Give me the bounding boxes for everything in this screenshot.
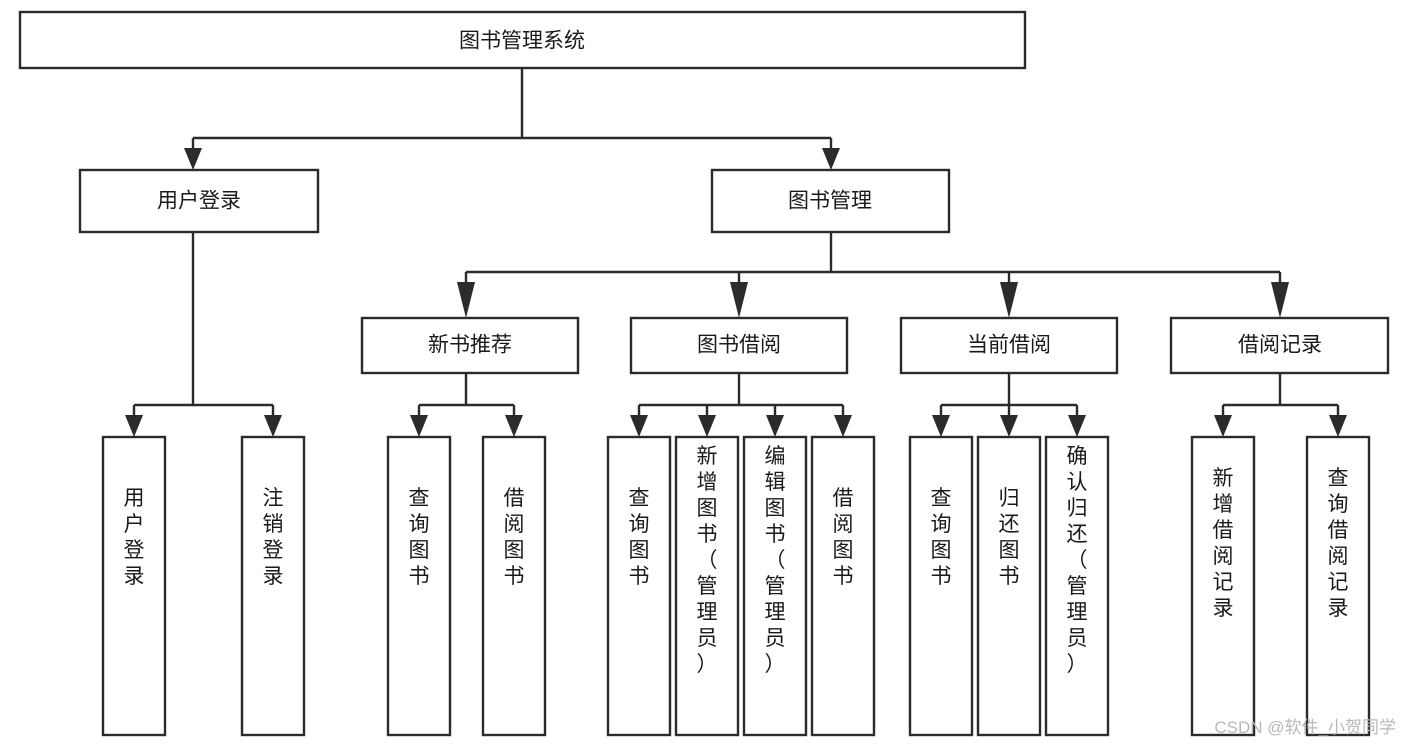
node-new-book-recommend[interactable]: 新书推荐: [360, 316, 580, 375]
leaf-user-login-logout-label: 注销登录: [263, 487, 284, 588]
leaf-borrow-record-add-box[interactable]: [1190, 435, 1256, 737]
leaf-new-book-query-box[interactable]: [386, 435, 452, 737]
arrow-head-new-book-recommend: [457, 282, 475, 318]
leaf-book-borrow-add-box[interactable]: [674, 435, 740, 737]
leaf-user-login-logout[interactable]: 注销登录: [240, 435, 306, 737]
arrow-head-current-borrow: [1000, 282, 1018, 318]
leaf-current-borrow-query-label: 查询图书: [931, 487, 952, 588]
arrow-head-br-leaf-2: [1329, 415, 1347, 437]
arrow-head-bb-leaf-3: [766, 415, 784, 437]
leaf-user-login-logout-box[interactable]: [240, 435, 306, 737]
node-root-system-label: 图书管理系统: [459, 30, 585, 53]
leaf-current-borrow-query-box[interactable]: [908, 435, 974, 737]
node-user-login-label: 用户登录: [157, 190, 241, 213]
node-root-system[interactable]: 图书管理系统: [18, 10, 1027, 70]
leaf-book-borrow-borrow[interactable]: 借阅图书: [810, 435, 876, 737]
arrow-head-cb-leaf-3: [1068, 415, 1086, 437]
leaf-user-login-login[interactable]: 用户登录: [101, 435, 167, 737]
arrow-head-book-borrow: [730, 282, 748, 318]
arrow-head-cb-leaf-1: [932, 415, 950, 437]
leaf-new-book-query[interactable]: 查询图书: [386, 435, 452, 737]
leaf-current-borrow-return-box[interactable]: [976, 435, 1042, 737]
connector-layer: [125, 68, 1347, 437]
node-borrow-record-box[interactable]: [1169, 316, 1390, 375]
node-root-system-box[interactable]: [18, 10, 1027, 70]
arrow-head-cb-leaf-2: [1000, 415, 1018, 437]
node-new-book-recommend-label: 新书推荐: [428, 334, 512, 357]
leaf-borrow-record-query-label: 查询借阅记录: [1328, 467, 1349, 620]
leaf-new-book-query-label: 查询图书: [409, 487, 430, 588]
leaf-current-borrow-query[interactable]: 查询图书: [908, 435, 974, 737]
leaf-current-borrow-confirm-box[interactable]: [1044, 435, 1110, 737]
leaf-current-borrow-confirm[interactable]: 确认归还（管理员）: [1044, 435, 1110, 737]
leaf-book-borrow-borrow-box[interactable]: [810, 435, 876, 737]
leaf-book-borrow-edit[interactable]: 编辑图书（管理员）: [742, 435, 808, 737]
node-borrow-record-label: 借阅记录: [1238, 334, 1322, 357]
arrow-head-borrow-record: [1271, 282, 1289, 318]
arrow-head-nb-leaf-2: [505, 415, 523, 437]
arrow-head-nb-leaf-1: [410, 415, 428, 437]
arrow-head-user-login: [184, 148, 202, 170]
leaf-book-borrow-query[interactable]: 查询图书: [606, 435, 672, 737]
leaf-user-login-login-box[interactable]: [101, 435, 167, 737]
node-current-borrow[interactable]: 当前借阅: [899, 316, 1119, 375]
node-book-manage-box[interactable]: [710, 168, 951, 234]
node-user-login-box[interactable]: [78, 168, 320, 234]
leaf-current-borrow-return-label: 归还图书: [999, 487, 1020, 588]
csdn-watermark: CSDN @软件_小贺同学: [1214, 718, 1396, 737]
leaf-book-borrow-query-box[interactable]: [606, 435, 672, 737]
leaf-borrow-record-add-label: 新增借阅记录: [1213, 467, 1234, 620]
leaf-book-borrow-query-label: 查询图书: [629, 487, 650, 588]
node-book-borrow-label: 图书借阅: [697, 334, 781, 357]
node-book-borrow-box[interactable]: [629, 316, 849, 375]
node-book-manage[interactable]: 图书管理: [710, 168, 951, 234]
leaf-new-book-borrow-box[interactable]: [481, 435, 547, 737]
arrow-head-br-leaf-1: [1214, 415, 1232, 437]
arrow-head-bb-leaf-2: [698, 415, 716, 437]
leaf-borrow-record-add[interactable]: 新增借阅记录: [1190, 435, 1256, 737]
leaf-current-borrow-return[interactable]: 归还图书: [976, 435, 1042, 737]
leaf-book-borrow-add[interactable]: 新增图书（管理员）: [674, 435, 740, 737]
arrow-head-leaf-user-login: [125, 415, 143, 437]
node-borrow-record[interactable]: 借阅记录: [1169, 316, 1390, 375]
arrow-head-book-manage: [822, 148, 840, 170]
node-new-book-recommend-box[interactable]: [360, 316, 580, 375]
node-book-manage-label: 图书管理: [788, 190, 872, 213]
leaf-borrow-record-query[interactable]: 查询借阅记录: [1305, 435, 1371, 737]
arrow-head-leaf-logout: [264, 415, 282, 437]
leaf-user-login-login-label: 用户登录: [124, 487, 145, 588]
arrow-head-bb-leaf-1: [630, 415, 648, 437]
node-current-borrow-box[interactable]: [899, 316, 1119, 375]
node-user-login[interactable]: 用户登录: [78, 168, 320, 234]
node-book-borrow[interactable]: 图书借阅: [629, 316, 849, 375]
node-current-borrow-label: 当前借阅: [967, 334, 1051, 357]
leaf-book-borrow-add-label: 新增图书（管理员）: [697, 445, 718, 676]
leaf-book-borrow-borrow-label: 借阅图书: [833, 487, 854, 588]
leaf-new-book-borrow-label: 借阅图书: [504, 487, 525, 588]
leaf-borrow-record-query-box[interactable]: [1305, 435, 1371, 737]
leaf-book-borrow-edit-label: 编辑图书（管理员）: [765, 445, 786, 676]
leaf-book-borrow-edit-box[interactable]: [742, 435, 808, 737]
leaf-current-borrow-confirm-label: 确认归还（管理员）: [1067, 445, 1088, 676]
leaf-new-book-borrow[interactable]: 借阅图书: [481, 435, 547, 737]
arrow-head-bb-leaf-4: [834, 415, 852, 437]
